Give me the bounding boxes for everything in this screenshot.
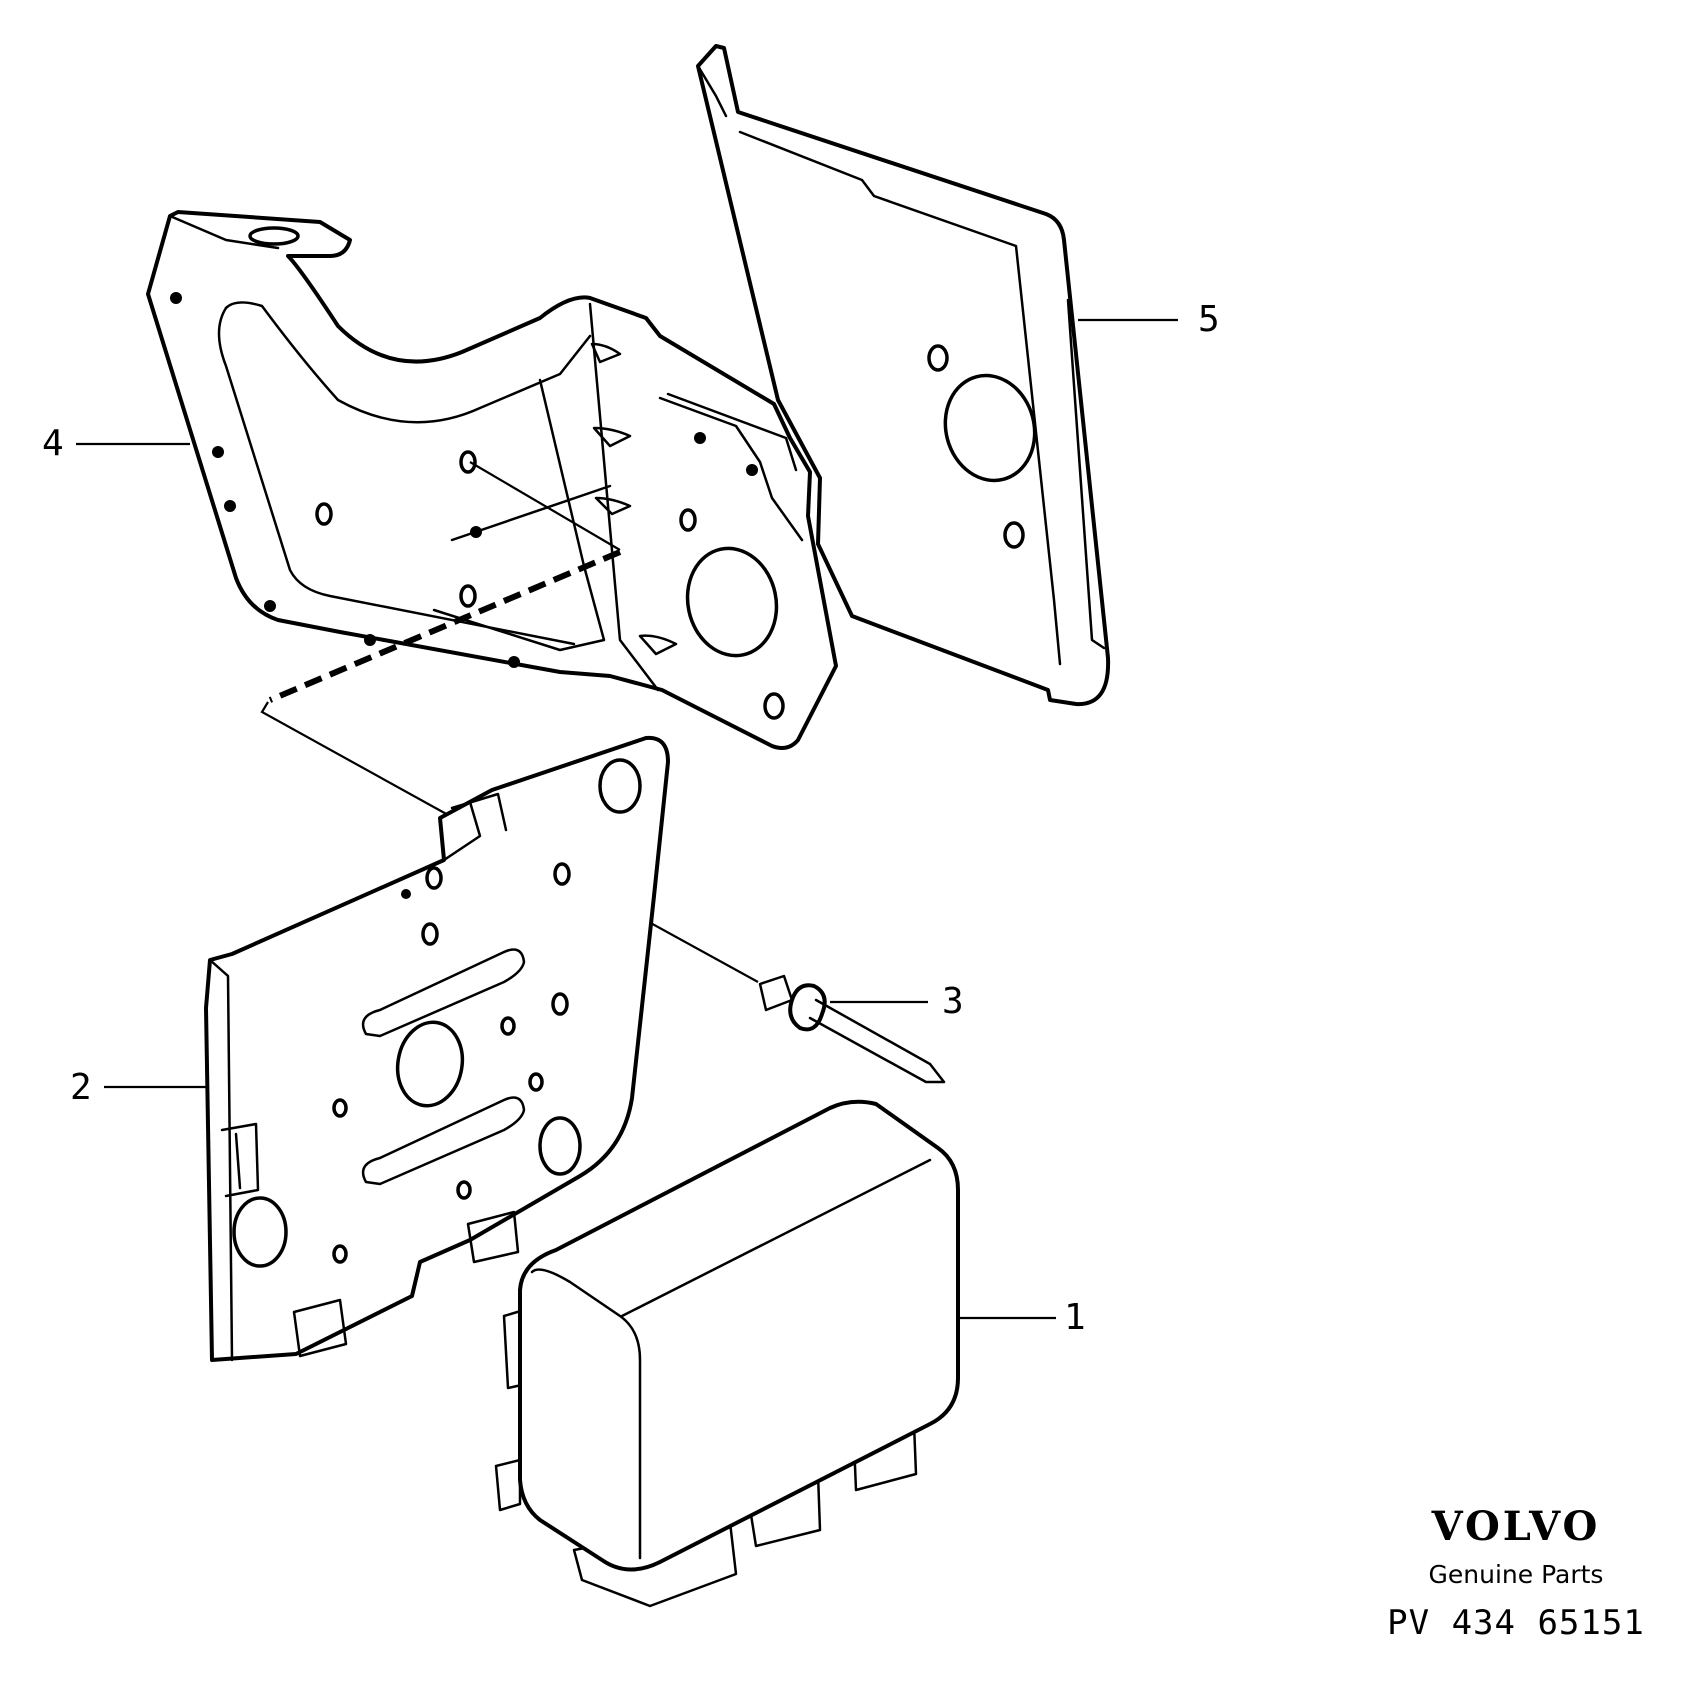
callout-5: 5	[1198, 299, 1220, 340]
brand-tagline: Genuine Parts	[1428, 1560, 1604, 1589]
callout-1: 1	[1064, 1297, 1086, 1338]
part-4-bracket	[146, 210, 838, 750]
brand-logo-text: VOLVO	[1431, 1503, 1601, 1550]
callout-3: 3	[942, 981, 964, 1022]
part-3-rivet	[758, 974, 946, 1084]
part-1-control-unit	[494, 1099, 960, 1608]
callout-2: 2	[70, 1067, 92, 1108]
part-2-mounting-plate	[204, 735, 670, 1362]
callout-4: 4	[42, 423, 64, 464]
diagram-code: PV 434 65151	[1387, 1603, 1645, 1643]
callout-leaders	[76, 318, 1178, 1320]
part-5-cover-plate	[696, 44, 1111, 707]
